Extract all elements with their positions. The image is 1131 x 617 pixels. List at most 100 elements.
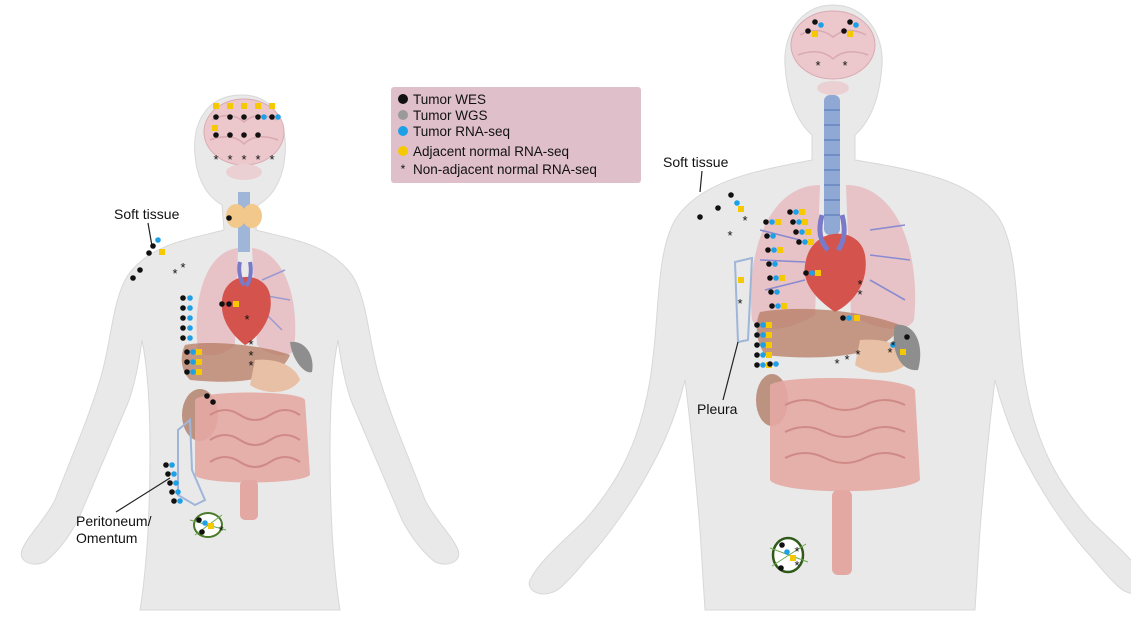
female-omentum-label: Omentum <box>76 530 137 546</box>
sample-dot <box>697 214 703 220</box>
adjacent-normal-marker <box>766 352 772 358</box>
sample-dot <box>227 132 233 138</box>
adjacent-normal-marker <box>241 103 247 109</box>
non-adjacent-marker: * <box>241 152 246 167</box>
sample-dot <box>175 489 181 495</box>
sample-dot <box>227 114 233 120</box>
sample-dot <box>760 332 766 338</box>
non-adjacent-marker: * <box>255 152 260 167</box>
non-adjacent-marker: * <box>890 338 895 353</box>
sample-dot <box>190 369 196 375</box>
sample-dot <box>769 303 775 309</box>
non-adjacent-marker: * <box>218 523 223 538</box>
sample-dot <box>190 359 196 365</box>
trachea-icon <box>824 95 840 235</box>
sample-dot <box>163 462 169 468</box>
non-adjacent-marker: * <box>815 58 820 73</box>
legend-label: Tumor WES <box>413 92 486 107</box>
adjacent-normal-marker <box>808 239 814 245</box>
adjacent-normal-marker <box>213 103 219 109</box>
sample-dot <box>146 250 152 256</box>
sample-dot <box>187 325 193 331</box>
adjacent-normal-marker <box>255 103 261 109</box>
non-adjacent-marker: * <box>244 312 249 327</box>
sample-dot <box>802 239 808 245</box>
sample-dot <box>805 28 811 34</box>
adjacent-normal-marker <box>802 219 808 225</box>
sample-dot <box>775 303 781 309</box>
non-adjacent-marker: * <box>794 558 799 573</box>
adjacent-normal-marker <box>738 277 744 283</box>
adjacent-normal-marker <box>812 31 818 37</box>
non-adjacent-marker: * <box>213 152 218 167</box>
legend-item-non-adjacent-normal: * Non-adjacent normal RNA-seq <box>397 161 597 177</box>
adjacent-normal-marker <box>900 349 906 355</box>
sample-dot <box>763 219 769 225</box>
sample-dot <box>226 301 232 307</box>
sample-dot <box>818 22 824 28</box>
legend-item-tumor-wes: Tumor WES <box>397 91 486 107</box>
sample-dot <box>715 205 721 211</box>
sample-dot <box>169 489 175 495</box>
sample-dot <box>167 480 173 486</box>
adjacent-normal-marker <box>269 103 275 109</box>
sample-dot <box>754 352 760 358</box>
sample-dot <box>155 237 161 243</box>
sample-dot <box>796 239 802 245</box>
sample-dot <box>793 209 799 215</box>
sample-dot <box>760 352 766 358</box>
sample-dot <box>734 200 740 206</box>
legend: Tumor WES Tumor WGS Tumor RNA-seq Adjace… <box>391 87 641 183</box>
sample-dot <box>784 549 790 555</box>
non-adjacent-marker: * <box>857 287 862 302</box>
sample-dot <box>213 132 219 138</box>
sample-dot <box>199 529 205 535</box>
sample-dot <box>773 275 779 281</box>
non-adjacent-marker: * <box>172 266 177 281</box>
sample-dot <box>269 114 275 120</box>
sample-dot <box>204 393 210 399</box>
tumor-wes-marker-icon <box>398 94 408 104</box>
adjacent-normal-marker <box>854 315 860 321</box>
sample-dot <box>790 219 796 225</box>
non-adjacent-marker: * <box>834 356 839 371</box>
sample-dot <box>180 305 186 311</box>
non-adjacent-marker: * <box>844 352 849 367</box>
sample-dot <box>764 233 770 239</box>
legend-label: Tumor RNA-seq <box>413 124 510 139</box>
non-adjacent-marker: * <box>737 296 742 311</box>
sample-dot <box>853 22 859 28</box>
sample-dot <box>241 132 247 138</box>
sample-dot <box>787 209 793 215</box>
male-soft-tissue-label: Soft tissue <box>663 154 728 170</box>
sample-dot <box>173 480 179 486</box>
sample-dot <box>171 498 177 504</box>
legend-label: Non-adjacent normal RNA-seq <box>413 162 597 177</box>
sample-dot <box>778 565 784 571</box>
sample-dot <box>241 114 247 120</box>
sample-dot <box>766 261 772 267</box>
sample-dot <box>754 342 760 348</box>
adjacent-normal-marker <box>212 125 218 131</box>
female-soft-tissue-label: Soft tissue <box>114 206 179 222</box>
adjacent-normal-marker <box>781 303 787 309</box>
sample-dot <box>841 28 847 34</box>
legend-item-tumor-wgs: Tumor WGS <box>397 107 488 123</box>
sample-dot <box>767 361 773 367</box>
non-adjacent-marker: * <box>180 260 185 275</box>
sample-dot <box>187 295 193 301</box>
sample-dot <box>177 498 183 504</box>
sample-dot <box>799 229 805 235</box>
sample-dot <box>255 132 261 138</box>
sample-dot <box>796 219 802 225</box>
adjacent-normal-marker <box>159 249 165 255</box>
sample-dot <box>812 19 818 25</box>
adjacent-normal-marker <box>233 301 239 307</box>
sample-dot <box>180 335 186 341</box>
adjacent-normal-marker <box>196 349 202 355</box>
legend-item-adjacent-normal: Adjacent normal RNA-seq <box>397 143 569 159</box>
non-adjacent-marker: * <box>269 152 274 167</box>
sample-dot <box>772 261 778 267</box>
adjacent-normal-marker <box>775 219 781 225</box>
sample-dot <box>137 267 143 273</box>
